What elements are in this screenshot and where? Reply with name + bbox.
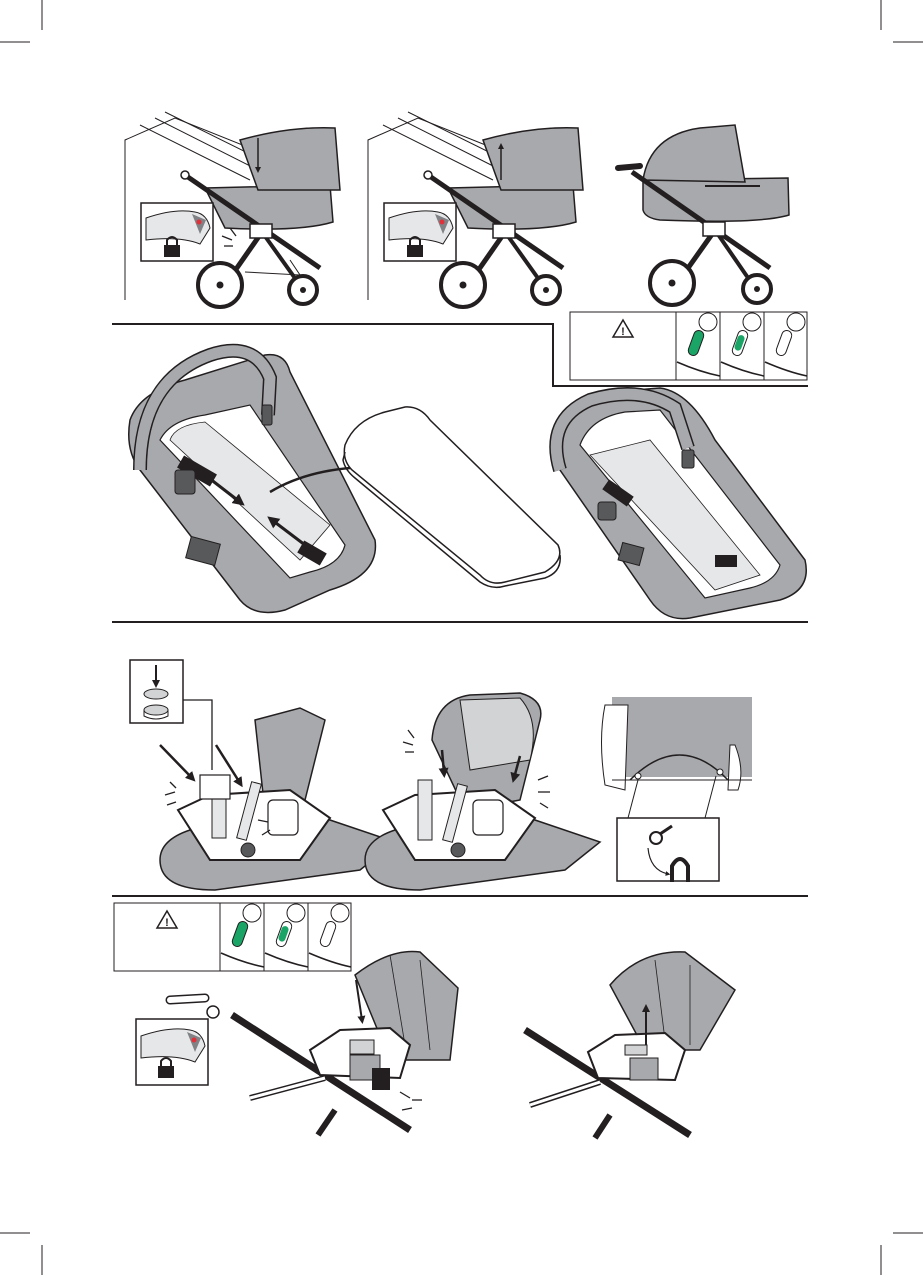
step4-release-seat xyxy=(525,952,735,1138)
step1-panel-3 xyxy=(618,125,789,305)
click-burst-icon xyxy=(222,228,236,246)
warning-panel-bottom: ! xyxy=(114,903,351,971)
lock-inset xyxy=(141,203,213,261)
step1-panel-2 xyxy=(368,112,583,307)
warning-panel-top: ! xyxy=(570,312,807,380)
step2-carrycot-open xyxy=(552,388,806,619)
svg-text:!: ! xyxy=(621,326,625,338)
lock-inset xyxy=(136,1019,208,1085)
step3-seat-2 xyxy=(365,693,600,890)
step3-button-inset xyxy=(130,660,212,770)
click-burst-icon xyxy=(400,1092,422,1110)
lock-inset xyxy=(384,203,456,261)
step3-canopy-hook xyxy=(602,697,753,882)
step4-attach-seat xyxy=(136,951,458,1135)
step1-panel-1 xyxy=(125,112,340,307)
step3-seat-1 xyxy=(160,708,395,890)
step2-mattress xyxy=(343,407,560,587)
svg-text:!: ! xyxy=(165,917,169,929)
